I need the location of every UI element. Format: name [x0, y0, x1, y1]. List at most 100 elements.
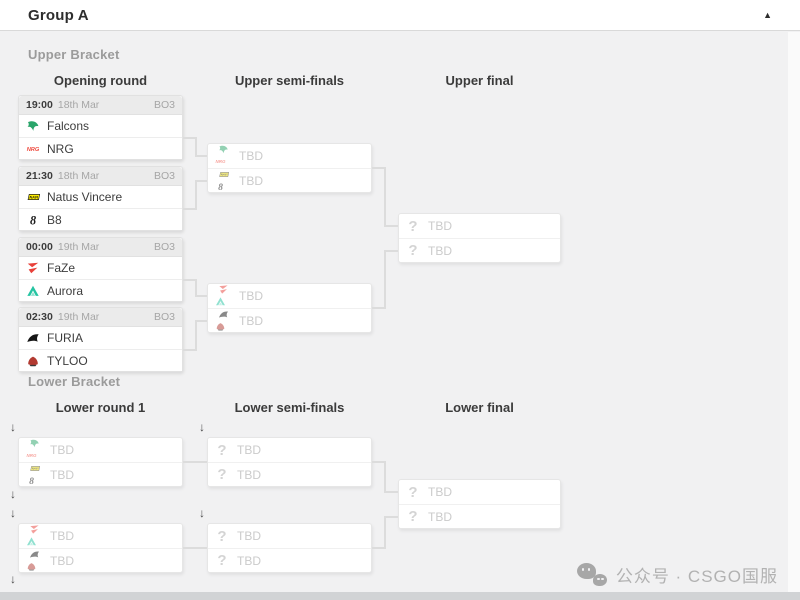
team-row-tyloo[interactable]: TYLOO: [19, 349, 182, 371]
drop-arrow-icon: ↓: [10, 487, 16, 501]
team-name: Aurora: [47, 283, 84, 298]
team-row-navi[interactable]: NAVI Natus Vincere: [19, 186, 182, 208]
upper-bracket-label: Upper Bracket: [28, 47, 120, 62]
tbd-slot: ? TBD: [208, 462, 371, 486]
match-header: 19:00 18th Mar BO3: [19, 96, 182, 115]
tbd-label: TBD: [239, 289, 263, 303]
tbd-label: TBD: [428, 485, 452, 499]
match-card-navi-b8[interactable]: 21:30 18th Mar BO3 NAVI Natus Vincere 8 …: [18, 166, 183, 231]
match-header: 02:30 19th Mar BO3: [19, 308, 182, 327]
bracket-connector: [195, 295, 207, 297]
tbd-slot: NAVI 8 TBD: [208, 168, 371, 192]
svg-text:NRG: NRG: [216, 159, 226, 164]
tbd-label: TBD: [50, 529, 74, 543]
team-name: FURIA: [47, 331, 83, 345]
match-card-faze-aurora[interactable]: 00:00 19th Mar BO3 FaZe Aurora: [18, 237, 183, 302]
svg-text:8: 8: [30, 213, 36, 227]
group-title: Group A: [28, 6, 89, 24]
natus-vincere-logo-icon: NAVI: [26, 190, 40, 204]
collapse-caret-icon[interactable]: ▲: [763, 9, 772, 20]
bracket-connector: [384, 491, 398, 493]
tbd-slot: ? TBD: [399, 214, 560, 238]
team-row-b8[interactable]: 8 B8: [19, 208, 182, 230]
falcons-logo-icon: [218, 144, 229, 155]
drop-arrow-icon: ↓: [10, 506, 16, 520]
match-format-badge: BO3: [153, 241, 175, 253]
possible-teams-icons: [215, 284, 231, 308]
team-name: NRG: [47, 141, 74, 156]
tbd-slot: NRG TBD: [19, 438, 182, 462]
possible-teams-icons: [26, 549, 42, 573]
drop-arrow-icon: ↓: [10, 572, 16, 586]
lower-round1-match-2: TBD TBD: [18, 523, 183, 573]
question-icon: ?: [217, 527, 227, 545]
b8-logo-icon: 8: [26, 213, 40, 227]
faze-logo-icon: [26, 261, 40, 275]
tbd-slot: ? TBD: [399, 504, 560, 528]
tbd-label: TBD: [50, 467, 74, 482]
tbd-slot: TBD: [19, 524, 182, 548]
horizontal-scrollbar[interactable]: [0, 592, 800, 600]
bracket-connector: [195, 320, 197, 351]
bracket-connector: [384, 516, 398, 518]
svg-text:8: 8: [218, 181, 223, 191]
match-card-furia-tyloo[interactable]: 02:30 19th Mar BO3 FURIA TYLOO: [18, 307, 183, 372]
lower-semi-final-1: ? TBD ? TBD: [207, 437, 372, 487]
aurora-logo-icon: [26, 284, 40, 298]
bracket-connector: [195, 180, 207, 182]
bracket-connector: [384, 250, 398, 252]
nrg-logo-icon: NRG: [215, 156, 226, 167]
bracket-connector: [195, 155, 207, 157]
match-format-badge: BO3: [153, 311, 175, 323]
team-row-faze[interactable]: FaZe: [19, 257, 182, 279]
furia-logo-icon: [218, 309, 229, 320]
tbd-slot: ? TBD: [208, 524, 371, 548]
b8-logo-icon: 8: [26, 475, 37, 485]
column-header-lower-semi-finals: Lower semi-finals: [234, 400, 345, 415]
bracket-connector: [372, 461, 386, 463]
match-card-falcons-nrg[interactable]: 19:00 18th Mar BO3 Falcons NRG NRG: [18, 95, 183, 160]
match-time: 21:30: [26, 170, 53, 182]
faze-logo-icon: [29, 524, 40, 535]
lower-semi-final-2: ? TBD ? TBD: [207, 523, 372, 573]
scrollbar-track[interactable]: [788, 32, 800, 592]
group-header[interactable]: Group A ▲: [0, 0, 800, 31]
possible-teams-icons: [26, 524, 42, 548]
faze-logo-icon: [218, 284, 229, 295]
bracket-connector: [195, 137, 197, 157]
svg-text:NAVI: NAVI: [31, 466, 39, 470]
team-row-furia[interactable]: FURIA: [19, 327, 182, 349]
bracket-connector: [384, 461, 386, 493]
bracket-connector: [372, 167, 386, 169]
bracket-connector: [372, 547, 386, 549]
bracket-connector: [384, 250, 386, 309]
watermark-text: 公众号 · CSGO国服: [615, 567, 778, 586]
column-header-lower-final: Lower final: [445, 400, 514, 415]
tbd-slot: ? TBD: [399, 480, 560, 504]
possible-teams-icons: NRG: [215, 144, 231, 168]
match-format-badge: BO3: [153, 99, 175, 111]
team-row-aurora[interactable]: Aurora: [19, 279, 182, 301]
team-row-nrg[interactable]: NRG NRG: [19, 137, 182, 159]
match-date: 18th Mar: [57, 170, 100, 182]
tbd-label: TBD: [50, 443, 74, 457]
team-name: FaZe: [47, 261, 76, 275]
bracket-connector: [372, 307, 386, 309]
bracket-connector: [183, 279, 196, 281]
tbd-slot: TBD: [208, 308, 371, 332]
match-time: 19:00: [26, 99, 53, 111]
tbd-label: TBD: [239, 149, 263, 163]
team-row-falcons[interactable]: Falcons: [19, 115, 182, 137]
tbd-label: TBD: [50, 553, 74, 568]
possible-teams-icons: NAVI 8: [26, 463, 42, 487]
tbd-label: TBD: [237, 529, 261, 543]
team-name: TYLOO: [47, 353, 88, 368]
tbd-slot: NAVI 8 TBD: [19, 462, 182, 486]
watermark: 公众号 · CSGO国服: [576, 562, 778, 587]
natus-vincere-logo-icon: NAVI: [29, 463, 40, 474]
tbd-slot: ? TBD: [399, 238, 560, 262]
tbd-label: TBD: [237, 553, 261, 568]
tbd-label: TBD: [239, 313, 263, 328]
svg-text:NAVI: NAVI: [220, 172, 228, 176]
